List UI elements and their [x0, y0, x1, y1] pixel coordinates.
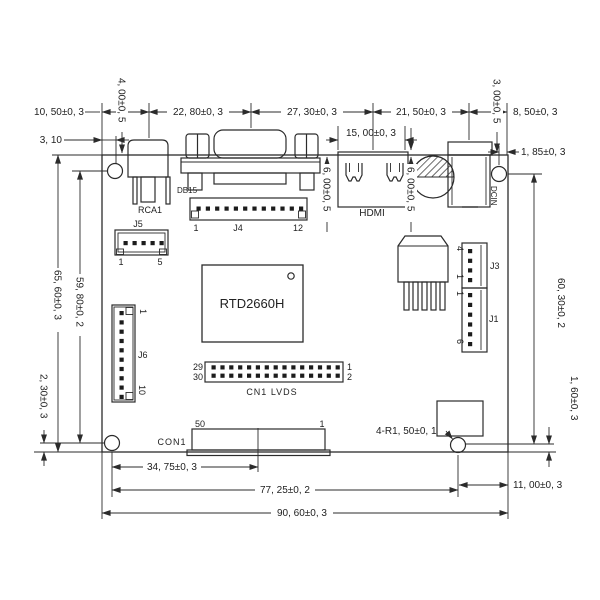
- dim-6-00-right: 6, 00±0, 5: [405, 167, 416, 212]
- con1-label: CON1: [157, 437, 186, 447]
- con1-pin50-label: 50: [195, 419, 205, 429]
- dim-27-30: 27, 30±0, 3: [287, 107, 337, 118]
- cn1-label: CN1 LVDS: [246, 387, 297, 397]
- dim-15-00: 15, 00±0, 3: [346, 128, 396, 139]
- dim-60-30: 60, 30±0, 2: [555, 278, 566, 328]
- dim-8-50: 8, 50±0, 3: [513, 107, 558, 118]
- dim-2-30: 2, 30±0, 3: [38, 374, 49, 419]
- j1-connector: 1 6 J1: [455, 287, 499, 353]
- j3-pin4-label: 4: [455, 246, 465, 251]
- dim-3-00: 3, 00±0, 5: [491, 79, 502, 124]
- hdmi-label: HDMI: [359, 208, 385, 219]
- con1-connector: 50 1 CON1: [157, 419, 331, 457]
- rca-connector: RCA1: [127, 139, 171, 215]
- dim-4-00: 4, 00±0, 5: [116, 78, 127, 123]
- j6-connector: 1 J6 10: [111, 304, 148, 403]
- mounting-hole-bottom-left: [103, 434, 121, 452]
- dim-22-80: 22, 80±0, 3: [173, 107, 223, 118]
- rca-label: RCA1: [138, 205, 162, 215]
- board-outline: [101, 154, 509, 453]
- j6-pin1-label: 1: [138, 309, 148, 314]
- mounting-hole-top-left: [106, 162, 124, 180]
- dim-11-00: 11, 00±0, 3: [513, 480, 563, 491]
- mounting-holes: [103, 162, 508, 454]
- j5-label: J5: [133, 219, 143, 229]
- cn1-lvds-connector: 29 30 1 2 CN1 LVDS: [193, 361, 352, 397]
- j6-label: J6: [138, 350, 148, 360]
- hdmi-clip-icon: [386, 163, 404, 182]
- dim-77-25: 77, 25±0, 2: [260, 485, 310, 496]
- db15-label: DB15: [177, 186, 198, 195]
- dcin-label: DCIN: [489, 186, 498, 206]
- hdmi-connector: HDMI: [337, 151, 409, 219]
- j4-pin1-label: 1: [193, 223, 198, 233]
- dim-65-60: 65, 60±0, 3: [52, 270, 63, 320]
- j4-connector: 1 J4 12: [189, 197, 308, 233]
- dim-59-80: 59, 80±0, 2: [74, 277, 85, 327]
- db15-connector: DB15: [177, 129, 321, 195]
- j1-label: J1: [489, 314, 499, 324]
- j4-pin12-label: 12: [293, 223, 303, 233]
- dim-3-10: 3, 10: [40, 135, 63, 146]
- j1-pin1-label: 1: [455, 291, 465, 296]
- j3-connector: 4 1 J3: [455, 242, 500, 289]
- mounting-hole-top-right: [490, 165, 508, 183]
- j3-label: J3: [490, 261, 500, 271]
- chip-pin1-dot: [287, 272, 295, 280]
- bottom-right-component: [436, 400, 484, 437]
- hdmi-clip-icon: [345, 163, 363, 182]
- dim-hole-radius: 4-R1, 50±0, 1: [376, 426, 437, 437]
- mounting-hole-bottom-right: [449, 436, 467, 454]
- cn1-pin29-label: 29: [193, 362, 203, 372]
- chip-label: RTD2660H: [220, 296, 285, 311]
- dim-34-75: 34, 75±0, 3: [147, 462, 197, 473]
- j6-pin10-label: 10: [137, 385, 147, 395]
- con1-pin1-label: 1: [319, 419, 324, 429]
- dcin-jack: DCIN: [447, 141, 498, 208]
- dimension-texts: 10, 50±0, 3 22, 80±0, 3 27, 30±0, 3 21, …: [34, 78, 579, 519]
- cn1-pin30-label: 30: [193, 372, 203, 382]
- dim-6-00-left: 6, 00±0, 5: [321, 167, 332, 212]
- j5-pin1-label: 1: [118, 257, 123, 267]
- dim-90-60: 90, 60±0, 3: [277, 508, 327, 519]
- j3-pin1-label: 1: [455, 274, 465, 279]
- dim-21-50: 21, 50±0, 3: [396, 107, 446, 118]
- cn1-pin2-label: 2: [347, 372, 352, 382]
- dim-text-backgrounds: [52, 74, 503, 519]
- j5-connector: J5 1 5: [114, 219, 169, 267]
- dim-1-85: 1, 85±0, 3: [521, 147, 566, 158]
- j1-pin6-label: 6: [455, 339, 465, 344]
- cn1-pin1-label: 1: [347, 362, 352, 372]
- dim-10-50: 10, 50±0, 3: [34, 107, 84, 118]
- dimension-lines: [41, 74, 552, 516]
- regulator-component: [397, 235, 449, 311]
- main-chip: RTD2660H: [201, 264, 304, 343]
- j4-label: J4: [233, 223, 243, 233]
- j5-pin5-label: 5: [157, 257, 162, 267]
- dim-1-60: 1, 60±0, 3: [568, 376, 579, 421]
